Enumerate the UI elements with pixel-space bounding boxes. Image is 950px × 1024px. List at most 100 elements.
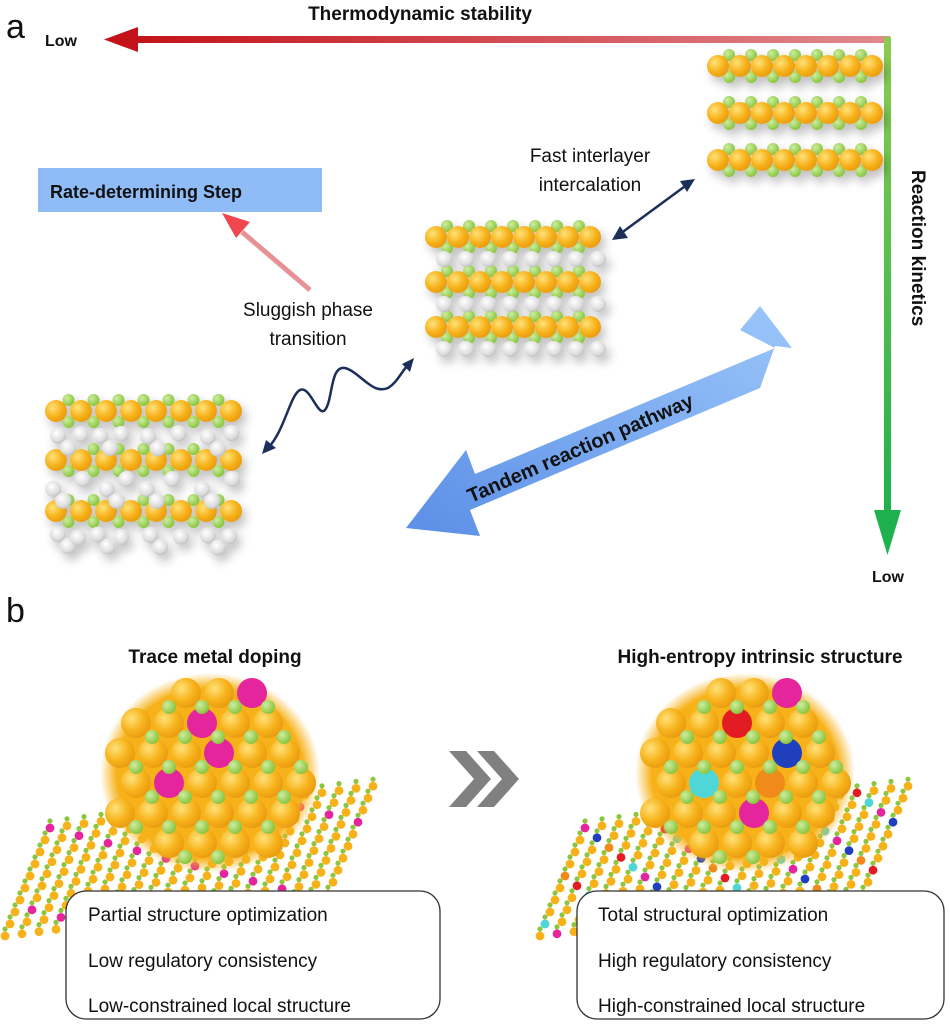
chalcogen-atom bbox=[187, 416, 200, 428]
metal-atom bbox=[788, 768, 818, 798]
metal-atom bbox=[30, 859, 40, 869]
chalcogen-atom bbox=[328, 838, 334, 845]
metal-atom bbox=[95, 400, 117, 422]
chalcogen-atom bbox=[187, 516, 200, 528]
chalcogen-atom bbox=[485, 310, 497, 322]
intercalant-atom bbox=[502, 251, 518, 267]
dopant-atom bbox=[852, 788, 862, 798]
metal-atom bbox=[491, 271, 513, 293]
metal-atom bbox=[599, 855, 609, 864]
dopant-atom bbox=[592, 833, 602, 843]
chalcogen-atom bbox=[319, 783, 325, 789]
chalcogen-atom bbox=[29, 900, 35, 906]
chalcogen-atom bbox=[98, 811, 104, 818]
metal-atom bbox=[154, 828, 184, 858]
chalcogen-atom bbox=[851, 829, 857, 835]
metal-atom bbox=[535, 271, 557, 293]
chalcogen-atom bbox=[244, 790, 258, 804]
metal-atom bbox=[579, 316, 601, 338]
chalcogen-atom bbox=[688, 872, 694, 879]
metal-atom bbox=[570, 847, 580, 857]
intercalant-atom bbox=[568, 251, 584, 267]
chalcogen-atom bbox=[635, 845, 641, 851]
chalcogen-atom bbox=[856, 817, 862, 823]
metal-atom bbox=[317, 788, 327, 798]
metal-atom bbox=[57, 833, 67, 843]
chalcogen-atom bbox=[141, 863, 147, 869]
chalcogen-atom bbox=[107, 867, 113, 873]
metal-atom bbox=[127, 858, 137, 868]
chalcogen-atom bbox=[767, 165, 779, 177]
intercalant-atom bbox=[49, 427, 66, 444]
metal-atom bbox=[62, 821, 72, 831]
metal-atom bbox=[329, 798, 339, 807]
intercalant-atom bbox=[199, 527, 216, 544]
chalcogen-atom bbox=[93, 823, 99, 830]
chalcogen-atom bbox=[855, 143, 867, 155]
chalcogen-atom bbox=[330, 872, 336, 878]
chalcogen-atom bbox=[105, 833, 111, 839]
metal-atom bbox=[859, 810, 869, 819]
metal-atom bbox=[425, 226, 447, 248]
chalcogen-atom bbox=[767, 143, 779, 155]
metal-atom bbox=[282, 872, 292, 882]
intercalant-atom bbox=[70, 529, 87, 546]
chalcogen-atom bbox=[833, 71, 845, 83]
metal-atom bbox=[706, 798, 736, 828]
chalcogen-atom bbox=[355, 812, 361, 818]
metal-atom bbox=[368, 781, 378, 791]
metal-atom bbox=[343, 841, 353, 851]
chalcogen-atom bbox=[62, 416, 75, 428]
metal-atom bbox=[650, 848, 660, 858]
metal-atom bbox=[105, 872, 115, 882]
chalcogen-atom bbox=[860, 884, 866, 890]
metal-atom bbox=[70, 500, 92, 522]
intercalant-atom bbox=[546, 341, 562, 357]
metal-atom bbox=[621, 841, 631, 850]
metal-atom bbox=[346, 796, 356, 805]
chalcogen-atom bbox=[463, 265, 475, 277]
dopant-atom bbox=[800, 874, 810, 884]
chalcogen-atom bbox=[95, 857, 101, 863]
chalcogen-atom bbox=[676, 863, 682, 869]
metal-atom bbox=[253, 828, 283, 858]
metal-atom bbox=[156, 866, 166, 875]
metal-atom bbox=[851, 868, 861, 877]
chalcogen-atom bbox=[745, 165, 757, 177]
chalcogen-atom bbox=[868, 826, 874, 833]
dopant-atom bbox=[739, 798, 769, 828]
metal-atom bbox=[567, 893, 577, 903]
high-entropy-lattice bbox=[535, 673, 913, 941]
metal-atom bbox=[108, 826, 118, 836]
chalcogen-atom bbox=[41, 910, 47, 916]
chalcogen-atom bbox=[22, 878, 28, 884]
chalcogen-atom bbox=[811, 143, 823, 155]
metal-atom bbox=[270, 862, 280, 872]
chalcogen-atom bbox=[162, 820, 176, 834]
chalcogen-atom bbox=[861, 805, 867, 811]
chalcogen-atom bbox=[833, 96, 845, 108]
chalcogen-atom bbox=[145, 730, 159, 744]
metal-atom bbox=[565, 859, 575, 869]
metal-atom bbox=[707, 102, 729, 124]
metal-atom bbox=[839, 149, 861, 171]
metal-atom bbox=[737, 871, 747, 881]
intercalant-atom bbox=[502, 341, 518, 357]
intercalant-atom bbox=[223, 425, 240, 442]
intercalant-atom bbox=[99, 538, 116, 555]
metal-atom bbox=[171, 678, 201, 708]
chalcogen-atom bbox=[633, 811, 639, 818]
intercalant-atom bbox=[148, 492, 165, 509]
metal-atom bbox=[755, 828, 785, 858]
chalcogen-atom bbox=[485, 265, 497, 277]
dopant-atom bbox=[864, 798, 874, 807]
chalcogen-atom bbox=[567, 854, 573, 860]
chalcogen-atom bbox=[763, 760, 777, 774]
metal-atom bbox=[70, 449, 92, 471]
chalcogen-atom bbox=[647, 855, 653, 861]
chalcogen-atom bbox=[789, 96, 801, 108]
metal-atom bbox=[597, 821, 607, 831]
intercalant-atom bbox=[221, 528, 238, 545]
chalcogen-atom bbox=[137, 394, 150, 406]
intercalant-atom bbox=[74, 471, 91, 488]
